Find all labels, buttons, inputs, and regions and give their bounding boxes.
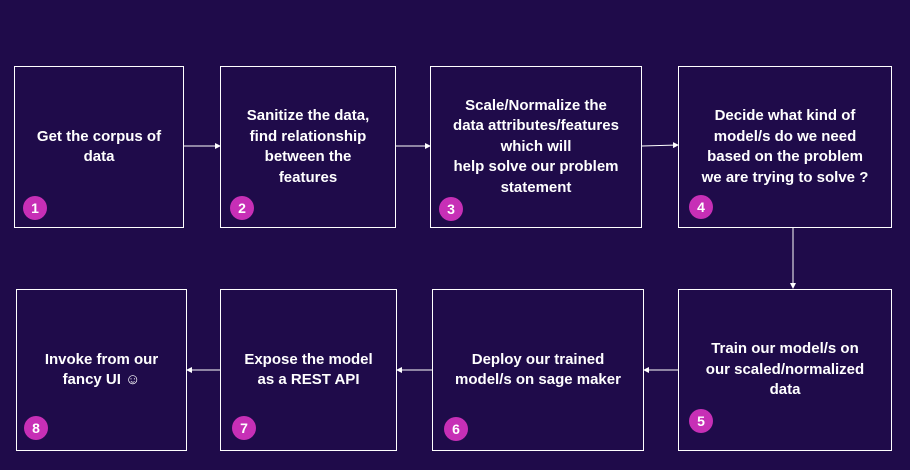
step-text-7: Expose the model as a REST API: [244, 350, 373, 389]
step-badge-1: 1: [23, 196, 47, 220]
step-text-4: Decide what kind of model/s do we need b…: [701, 107, 869, 186]
step-text-8: Invoke from our fancy UI ☺: [44, 350, 159, 389]
step-box-4: Decide what kind of model/s do we need b…: [678, 66, 892, 228]
step-badge-5: 5: [689, 409, 713, 433]
step-box-2: Sanitize the data, find relationship bet…: [220, 66, 396, 228]
step-badge-4: 4: [689, 195, 713, 219]
step-box-8: Invoke from our fancy UI ☺ 8: [16, 289, 187, 451]
step-badge-3: 3: [439, 197, 463, 221]
step-badge-2: 2: [230, 196, 254, 220]
step-text-1: Get the corpus of data: [36, 127, 162, 166]
step-badge-6: 6: [444, 417, 468, 441]
step-box-1: Get the corpus of data 1: [14, 66, 184, 228]
step-box-5: Train our model/s on our scaled/normaliz…: [678, 289, 892, 451]
step-box-7: Expose the model as a REST API 7: [220, 289, 397, 451]
step-text-3: Scale/Normalize the data attributes/feat…: [453, 96, 619, 196]
step-badge-7: 7: [232, 416, 256, 440]
step-box-6: Deploy our trained model/s on sage maker…: [432, 289, 644, 451]
step-badge-8: 8: [24, 416, 48, 440]
step-text-2: Sanitize the data, find relationship bet…: [246, 107, 370, 186]
step-text-6: Deploy our trained model/s on sage maker: [455, 350, 621, 389]
step-text-5: Train our model/s on our scaled/normaliz…: [705, 340, 865, 399]
step-box-3: Scale/Normalize the data attributes/feat…: [430, 66, 642, 228]
arrow-3-to-4: [641, 142, 679, 149]
